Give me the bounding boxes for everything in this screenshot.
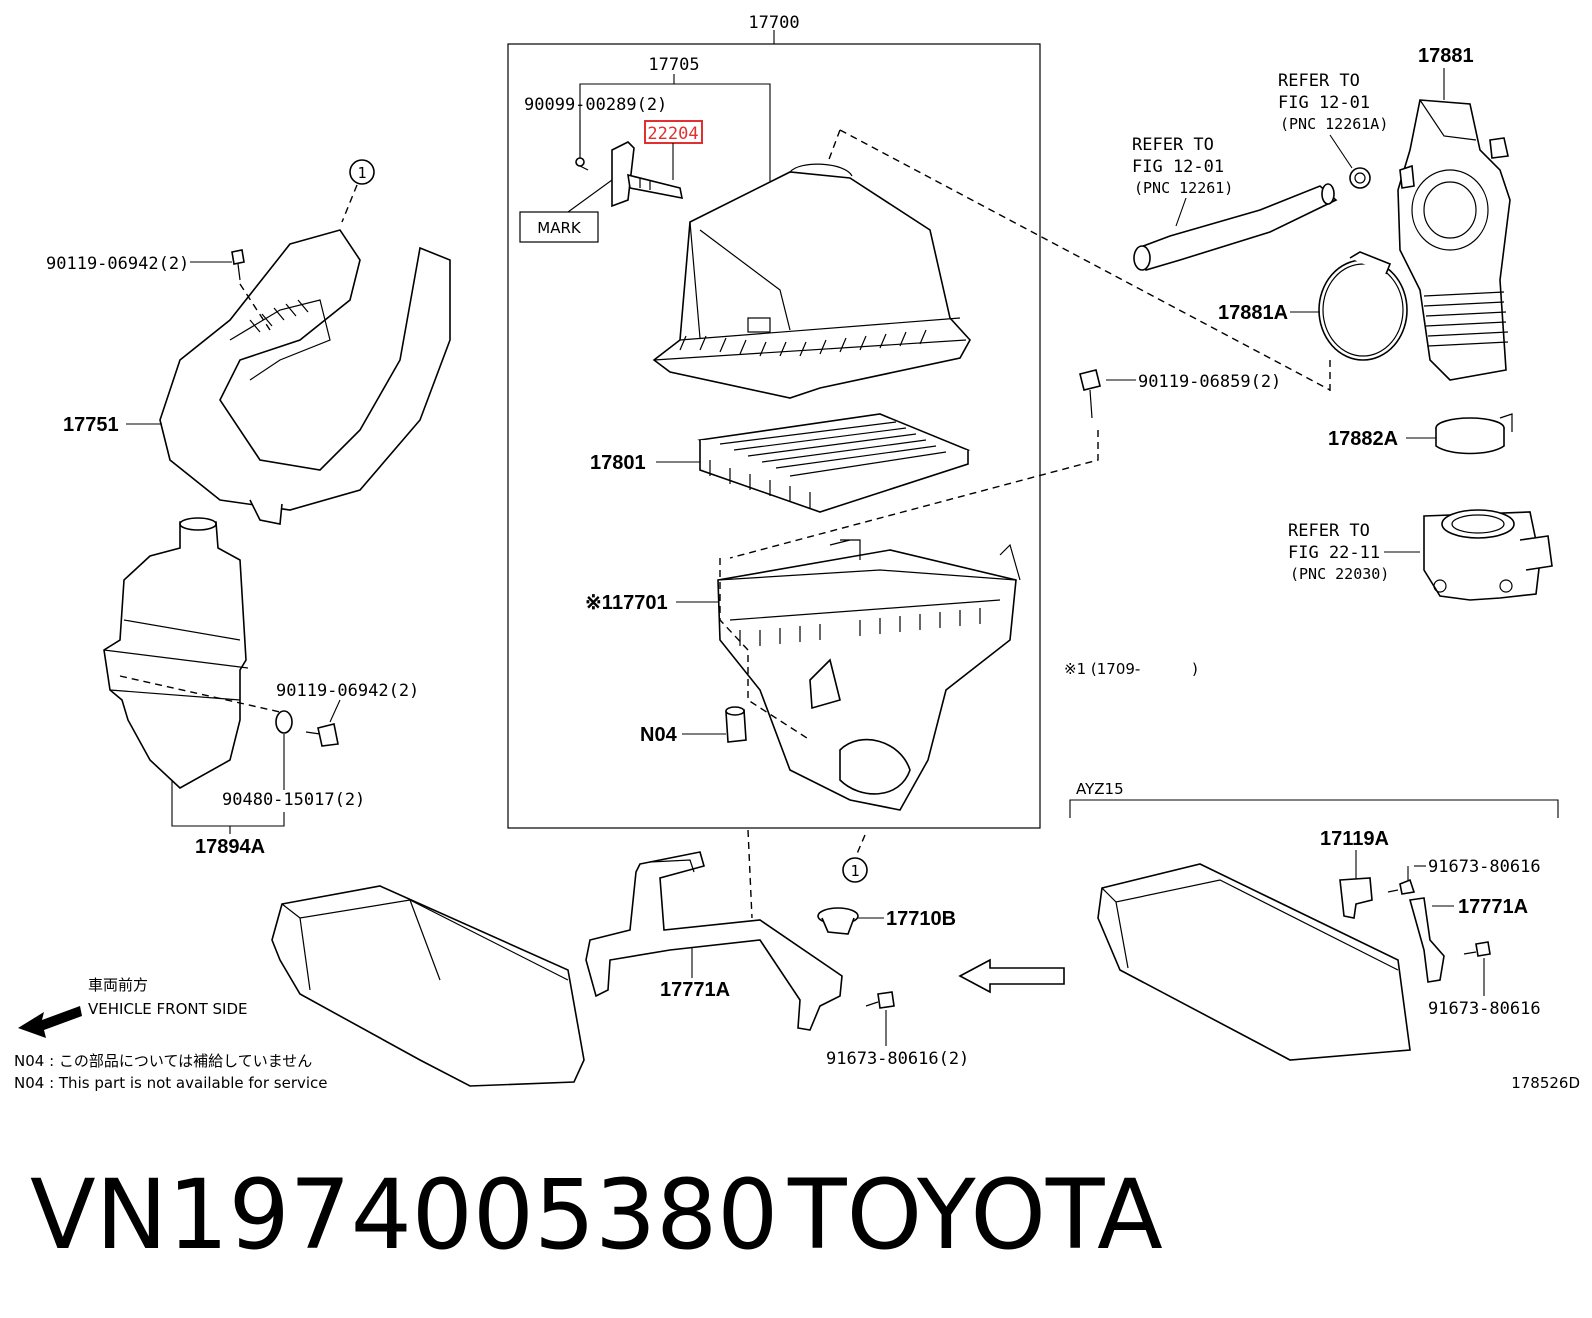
bracket-17771a: 17771A — [585, 829, 843, 1031]
note-1709: ※1 (1709- — [1064, 660, 1140, 678]
refer-c-line3: (PNC 22030) — [1290, 565, 1389, 583]
clamp-17882a: 17882A — [1328, 413, 1513, 455]
label-17701: 17701 — [612, 592, 668, 614]
front-label-jp: 車両前方 — [88, 976, 148, 994]
bolt-91673-80616-2: 91673-80616(2) — [826, 991, 969, 1069]
refer-b-line1: REFER TO — [1132, 135, 1214, 155]
label-90119-06859: 90119-06859(2) — [1138, 372, 1281, 392]
diagram-code: 178526D — [1511, 1074, 1580, 1092]
label-17701-prefix: ※1 — [585, 592, 613, 614]
label-17705: 17705 — [648, 55, 699, 75]
label-group-17705: 17705 90099-00289(2) — [524, 55, 771, 195]
front-arrow-icon — [18, 1006, 82, 1038]
label-ayz15: AYZ15 — [1076, 780, 1124, 798]
n04-note-en: N04 : This part is not available for ser… — [14, 1074, 328, 1092]
label-17119a: 17119A — [1320, 828, 1389, 850]
air-filter-element-17801: 17801 — [590, 413, 971, 513]
refer-fig-12-01-b: REFER TO FIG 12-01 (PNC 12261) — [1132, 135, 1338, 271]
label-90480-15017: 90480-15017(2) — [222, 790, 365, 810]
circle-ref-label: 1 — [850, 862, 859, 880]
assembly-17700-box: 17700 — [507, 13, 1041, 829]
label-17700: 17700 — [748, 13, 799, 33]
refer-c-line1: REFER TO — [1288, 521, 1370, 541]
label-91673-80616-a: 91673-80616 — [1428, 857, 1541, 877]
refer-b-line2: FIG 12-01 — [1132, 157, 1224, 177]
refer-c-line2: FIG 22-11 — [1288, 543, 1380, 563]
label-90099-00289: 90099-00289(2) — [524, 95, 667, 115]
label-17710b: 17710B — [886, 908, 956, 930]
bracket-17771a-right: 17771A — [1408, 896, 1528, 983]
label-91673-80616-2: 91673-80616(2) — [826, 1049, 969, 1069]
circle-ref-bottom: 1 — [842, 834, 868, 883]
bolt-90119-06859: 90119-06859(2) — [1079, 369, 1281, 419]
label-22204: 22204 — [647, 124, 698, 144]
label-17771a: 17771A — [660, 979, 730, 1001]
refer-a-line1: REFER TO — [1278, 71, 1360, 91]
label-17882a: 17882A — [1328, 428, 1398, 450]
label-90119-06942-tank: 90119-06942(2) — [276, 681, 419, 701]
hose-17881: 17881 — [1397, 45, 1511, 381]
air-cleaner-cap — [652, 163, 971, 399]
label-17894a: 17894A — [195, 836, 265, 858]
label-91673-80616-b: 91673-80616 — [1428, 999, 1541, 1019]
note-1709-close: ) — [1192, 660, 1198, 678]
label-n04: N04 — [640, 724, 678, 746]
sensor-22204-callout[interactable]: 22204 — [644, 120, 703, 180]
throttle-body-ref: REFER TO FIG 22-11 (PNC 22030) — [1288, 509, 1553, 601]
reservoir-17894a: 90119-06942(2) 90480-15017(2) 17894A — [103, 517, 419, 858]
label-17751: 17751 — [63, 414, 119, 436]
refer-b-line3: (PNC 12261) — [1134, 179, 1233, 197]
n04-note-jp: N04 : この部品については補給していません — [14, 1052, 312, 1070]
label-90119-06942-top: 90119-06942(2) — [46, 254, 189, 274]
bolt-91673-b: 91673-80616 — [1428, 941, 1541, 1019]
label-17801: 17801 — [590, 452, 646, 474]
label-17881: 17881 — [1418, 45, 1474, 67]
air-duct-17751: 1 17751 90119-06942(2) — [46, 159, 451, 525]
label-mark: MARK — [537, 219, 582, 237]
air-cleaner-case-17701: ※1 17701 — [585, 539, 1021, 811]
circle-ref-top: 1 — [357, 164, 366, 182]
cushion-n04: N04 — [640, 706, 747, 746]
part-number-caption: VN1974005380 — [30, 1159, 778, 1271]
label-17881a: 17881A — [1218, 302, 1288, 324]
refer-a-line2: FIG 12-01 — [1278, 93, 1370, 113]
refer-a-line3: (PNC 12261A) — [1280, 115, 1388, 133]
bolt-91673-a: 91673-80616 — [1387, 857, 1541, 895]
front-label-en: VEHICLE FRONT SIDE — [88, 1000, 248, 1018]
ayz15-group: AYZ15 — [1069, 780, 1559, 1061]
brand-caption: TOYOTA — [787, 1159, 1163, 1271]
front-direction: 車両前方 VEHICLE FRONT SIDE — [18, 976, 248, 1038]
clamp-17881a: 17881A — [1218, 251, 1408, 392]
body-panel-left — [271, 885, 585, 1087]
view-arrow-icon — [958, 958, 1065, 994]
cushion-17710b: 17710B — [817, 907, 956, 935]
bracket-17119a: 17119A — [1320, 828, 1389, 919]
label-17771a-right: 17771A — [1458, 896, 1528, 918]
refer-fig-12-01-a: REFER TO FIG 12-01 (PNC 12261A) — [1278, 71, 1388, 189]
sensor-drawing: MARK — [519, 141, 684, 243]
